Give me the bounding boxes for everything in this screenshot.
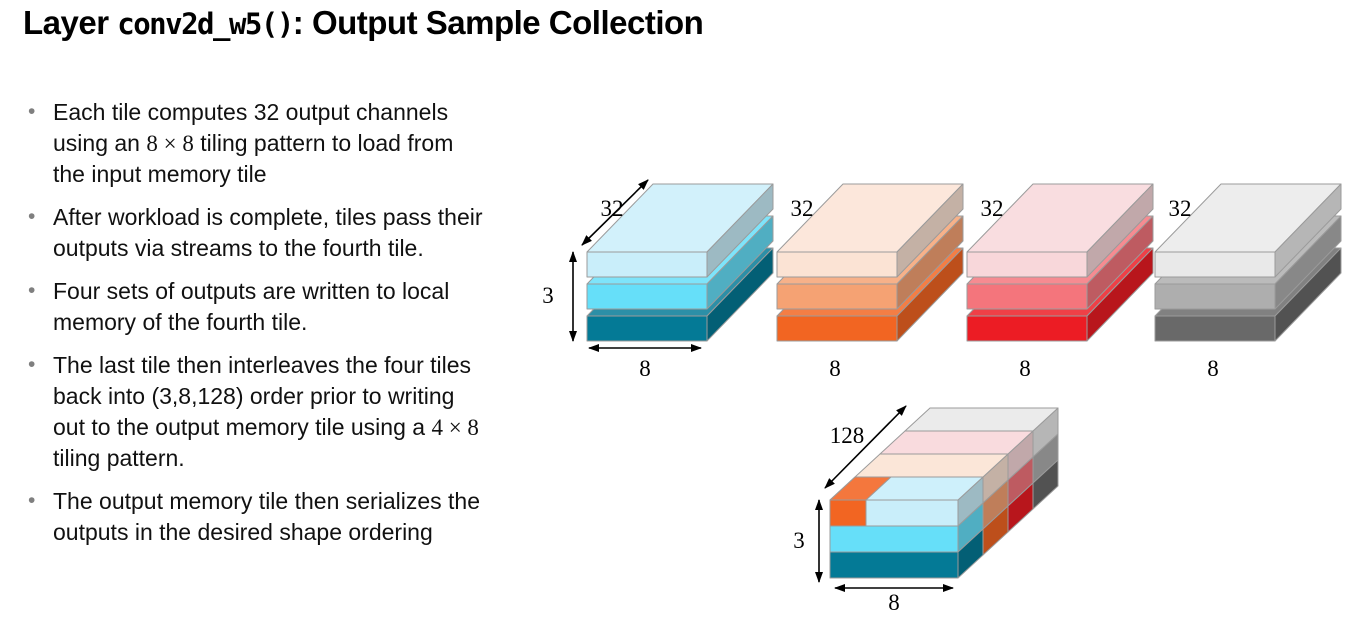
title-suffix: : Output Sample Collection <box>292 4 704 41</box>
front-inset-orange <box>829 499 867 527</box>
bullet-item: • Four sets of outputs are written to loc… <box>24 276 584 338</box>
dim-label-width: 8 <box>1207 356 1219 381</box>
slab-0-front <box>586 251 708 278</box>
tile-stack-tile-2-orange: 32 8 <box>776 183 964 381</box>
slab-1-front <box>586 283 708 310</box>
slab-2-front <box>1154 315 1276 342</box>
dim-label-width: 8 <box>829 356 841 381</box>
dim-label-height: 3 <box>793 528 805 553</box>
depth-arrow <box>824 405 907 489</box>
slice-3-top-strip <box>904 407 1059 432</box>
slab-0-front <box>966 251 1088 278</box>
title-prefix: Layer <box>23 4 118 41</box>
dim-label-width: 8 <box>888 590 900 615</box>
dim-label-depth: 32 <box>1169 196 1192 221</box>
combined-stack-interleaved-output-stack: 128 3 8 <box>793 405 1059 615</box>
slab-2-front <box>586 315 708 342</box>
dim-label-depth: 128 <box>830 423 865 448</box>
slab-1-front <box>776 283 898 310</box>
title-code: conv2d_w5() <box>117 7 294 41</box>
bullet-marker: • <box>28 353 36 376</box>
dim-label-width: 8 <box>1019 356 1031 381</box>
bullet-marker: • <box>28 205 36 228</box>
tile-stack-tile-3-red: 32 8 <box>966 183 1154 381</box>
bullet-item: • The last tile then interleaves the four… <box>24 350 584 474</box>
dim-label-width: 8 <box>639 356 651 381</box>
bullet-marker: • <box>28 489 36 512</box>
slice-1-top-strip <box>854 453 1009 478</box>
front-row-2 <box>829 551 959 579</box>
slab-2-front <box>966 315 1088 342</box>
slab-2-front <box>776 315 898 342</box>
bullet-text: The last tile then interleaves the four … <box>53 352 479 471</box>
bullet-item: • The output memory tile then serializes … <box>24 486 584 548</box>
slice-2-top-strip <box>879 430 1034 455</box>
slab-1-front <box>1154 283 1276 310</box>
bullet-text: Four sets of outputs are written to loca… <box>53 278 450 335</box>
slab-1-front <box>966 283 1088 310</box>
bullet-text: The output memory tile then serializes t… <box>53 488 480 545</box>
dim-label-depth: 32 <box>791 196 814 221</box>
slab-0-front <box>776 251 898 278</box>
dim-label-depth: 32 <box>981 196 1004 221</box>
depth-arrow <box>581 179 649 246</box>
front-row-1 <box>829 525 959 553</box>
slab-0-front <box>1154 251 1276 278</box>
bullet-text: After workload is complete, tiles pass t… <box>53 204 483 261</box>
bullet-item: • After workload is complete, tiles pass … <box>24 202 584 264</box>
dim-label-height: 3 <box>542 283 554 308</box>
bullet-marker: • <box>28 100 36 123</box>
tile-stack-tile-4-gray: 32 8 <box>1154 183 1342 381</box>
bullet-marker: • <box>28 279 36 302</box>
page-title: Layer conv2d_w5(): Output Sample Collect… <box>23 4 704 42</box>
